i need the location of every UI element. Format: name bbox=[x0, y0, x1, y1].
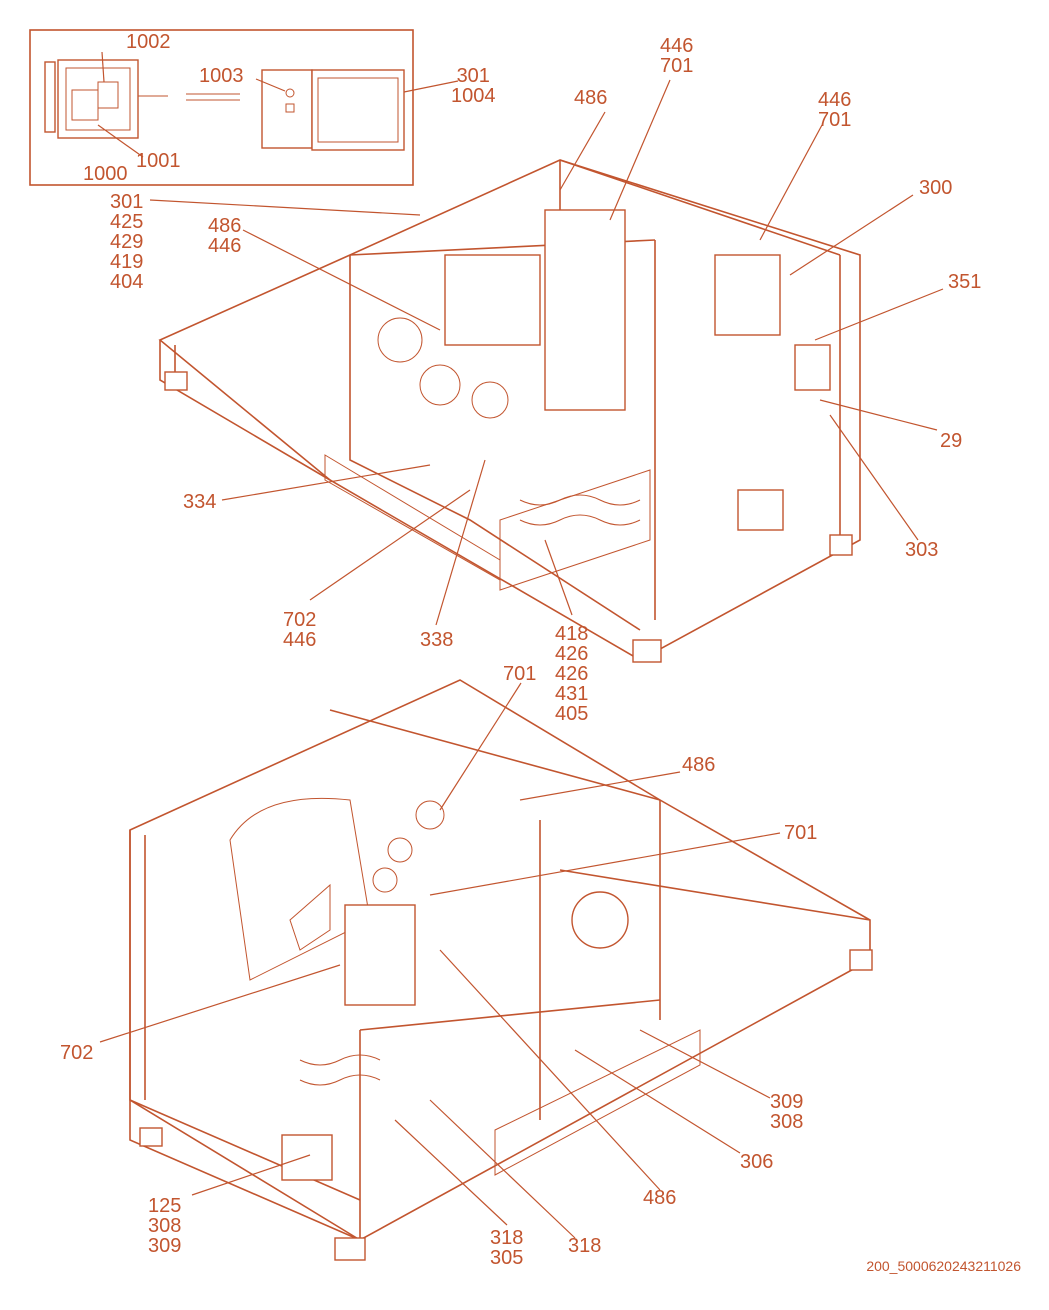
label-702-bottom: 702 bbox=[60, 1042, 94, 1064]
label-701-bottom-a: 701 bbox=[503, 663, 537, 685]
label-318-bottom: 318 bbox=[568, 1235, 602, 1257]
top-leaders bbox=[149, 79, 944, 626]
label-29: 29 bbox=[940, 430, 963, 452]
label-1001: 1001 bbox=[136, 150, 181, 172]
label-300: 300 bbox=[919, 177, 953, 199]
label-334: 334 bbox=[183, 491, 217, 513]
label-701-bottom-c: 701 bbox=[784, 822, 818, 844]
bottom-leaders bbox=[99, 682, 781, 1239]
label-1002: 1002 bbox=[126, 31, 171, 53]
label-306: 306 bbox=[740, 1151, 774, 1173]
inset-detail bbox=[29, 29, 459, 186]
label-486-bottom-g: 486 bbox=[643, 1187, 677, 1209]
bottom-assembly bbox=[129, 679, 873, 1261]
label-338: 338 bbox=[420, 629, 454, 651]
label-351: 351 bbox=[948, 271, 982, 293]
label-1000: 1000 bbox=[83, 163, 128, 185]
label-1003: 1003 bbox=[199, 65, 244, 87]
label-303: 303 bbox=[905, 539, 939, 561]
document-id: 200_5000620243211026 bbox=[866, 1258, 1021, 1274]
label-486-bottom-b: 486 bbox=[682, 754, 716, 776]
label-486-top: 486 bbox=[574, 87, 608, 109]
top-assembly bbox=[158, 159, 861, 663]
